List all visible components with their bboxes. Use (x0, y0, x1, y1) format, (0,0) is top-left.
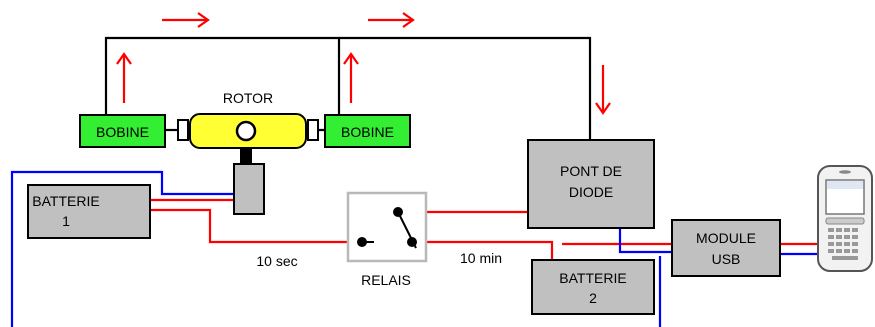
rotor-end-left (177, 119, 189, 141)
arrow-icon (595, 65, 611, 115)
pont-label-line2: DIODE (569, 184, 613, 200)
rotor-end-right (307, 119, 319, 141)
module-label-line1: MODULE (696, 230, 756, 246)
rotor-label: ROTOR (223, 90, 273, 106)
batterie-2-label-line2: 2 (589, 290, 597, 306)
arrow-icon (116, 52, 132, 103)
generator-block (233, 163, 265, 215)
rotor-mount (240, 148, 252, 164)
bobine-right: BOBINE (324, 114, 411, 148)
flow-arrows (116, 12, 611, 115)
pont-label-line1: PONT DE (560, 163, 622, 179)
rotor: ROTOR (177, 90, 319, 164)
pont-blue-wire (618, 228, 672, 254)
blue-wires (10, 170, 820, 327)
module-usb: MODULE USB (671, 219, 781, 277)
rotor-shaft-icon (235, 120, 257, 142)
batterie-1-label-line1: BATTERIE (32, 193, 99, 209)
arrow-icon (343, 52, 359, 103)
relais-label: RELAIS (361, 272, 411, 288)
batt1-to-relay-wire (150, 208, 362, 244)
arrow-icon (368, 12, 415, 28)
label-10-min: 10 min (460, 250, 502, 266)
switch-icon (357, 207, 417, 249)
top-wire (104, 36, 592, 140)
label-10-sec: 10 sec (256, 253, 297, 269)
relay-to-batt2-wire (412, 240, 554, 260)
bobine-right-label: BOBINE (341, 124, 394, 140)
module-label-line2: USB (712, 251, 741, 267)
batterie-1: BATTERIE 1 (27, 184, 151, 239)
relais: RELAIS (346, 191, 428, 288)
arrow-icon (162, 12, 210, 28)
batterie-1-label-line2: 1 (62, 213, 70, 229)
bobine-left-label: BOBINE (96, 124, 149, 140)
smartphone-icon (817, 165, 873, 272)
batterie-2: BATTERIE 2 (531, 259, 655, 315)
batterie-2-label-line1: BATTERIE (559, 270, 626, 286)
pont-de-diode: PONT DE DIODE (527, 139, 655, 229)
left-blue-wire (10, 170, 234, 327)
bobine-left: BOBINE (79, 114, 166, 148)
